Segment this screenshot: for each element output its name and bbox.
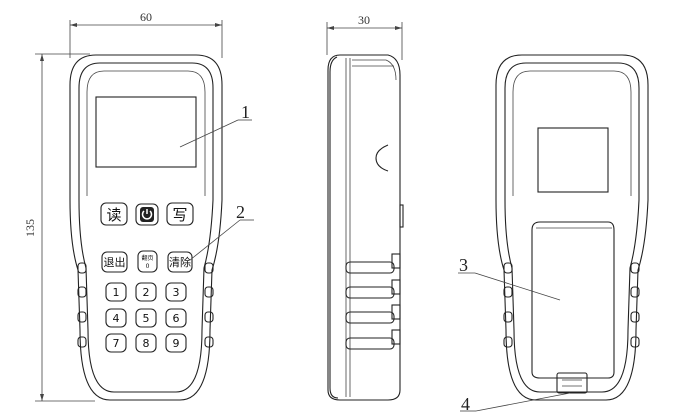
height-dimension: 135	[23, 53, 95, 402]
depth-dimension: 30	[326, 13, 403, 60]
digit-key-label: 6	[173, 312, 180, 325]
digit-key-label: 9	[173, 337, 180, 350]
height-label: 135	[23, 219, 37, 237]
write-key[interactable]: 写	[166, 202, 194, 226]
page-key-label: 翻页	[141, 254, 153, 262]
digit-key-7[interactable]: 7	[105, 333, 127, 353]
battery-latch[interactable]	[556, 372, 588, 394]
write-key-label: 写	[172, 206, 187, 224]
exit-key[interactable]: 退出	[101, 251, 128, 273]
callout-3: 3	[458, 255, 561, 301]
clear-key-label: 清除	[169, 255, 191, 269]
digit-key-4[interactable]: 4	[105, 308, 127, 328]
digit-key-5[interactable]: 5	[135, 308, 157, 328]
width-dimension: 60	[69, 10, 223, 58]
front-body-inner	[78, 62, 214, 393]
digit-key-2[interactable]: 2	[135, 282, 157, 302]
depth-label: 30	[358, 13, 370, 27]
clear-key[interactable]: 清除	[167, 251, 193, 273]
side-body-outline	[327, 54, 401, 401]
digit-key-label: 4	[113, 312, 120, 325]
callout-4-label: 4	[461, 394, 470, 414]
back-view	[495, 54, 649, 401]
read-key-label: 读	[106, 206, 121, 224]
back-side-grips	[503, 262, 640, 348]
back-label-area	[537, 127, 609, 193]
power-icon	[141, 209, 153, 220]
digit-key-label: 8	[143, 337, 150, 350]
front-side-grips	[77, 262, 214, 348]
callout-1-label: 1	[241, 102, 250, 122]
display-screen	[95, 96, 197, 168]
digit-key-6[interactable]: 6	[165, 308, 187, 328]
front-view: 60 135	[23, 10, 223, 402]
power-button[interactable]	[135, 203, 159, 226]
digit-key-3[interactable]: 3	[165, 282, 187, 302]
digit-key-1[interactable]: 1	[105, 282, 127, 302]
digit-keypad: 1 2 3 4 5 6 7 8 9	[105, 282, 187, 353]
callout-3-label: 3	[459, 255, 468, 275]
side-view: 30	[326, 13, 404, 401]
read-key[interactable]: 读	[100, 202, 128, 226]
digit-key-label: 5	[143, 312, 150, 325]
front-body-outline	[69, 54, 223, 401]
page-key-zero: 0	[146, 263, 150, 270]
page-key[interactable]: 翻页 0	[137, 250, 158, 273]
digit-key-label: 1	[113, 286, 120, 299]
digit-key-9[interactable]: 9	[165, 333, 187, 353]
exit-key-label: 退出	[104, 255, 126, 269]
digit-key-label: 7	[113, 337, 120, 350]
callout-4: 4	[460, 392, 571, 414]
callout-1: 1	[179, 102, 252, 148]
battery-cover	[531, 221, 615, 394]
back-body-outline	[495, 54, 649, 401]
callout-2-label: 2	[236, 202, 245, 222]
width-label: 60	[140, 10, 152, 24]
side-grips	[345, 261, 395, 350]
digit-key-label: 2	[143, 286, 150, 299]
callout-2: 2	[189, 202, 254, 261]
digit-key-8[interactable]: 8	[135, 333, 157, 353]
digit-key-label: 3	[173, 286, 180, 299]
side-notch	[375, 144, 389, 172]
